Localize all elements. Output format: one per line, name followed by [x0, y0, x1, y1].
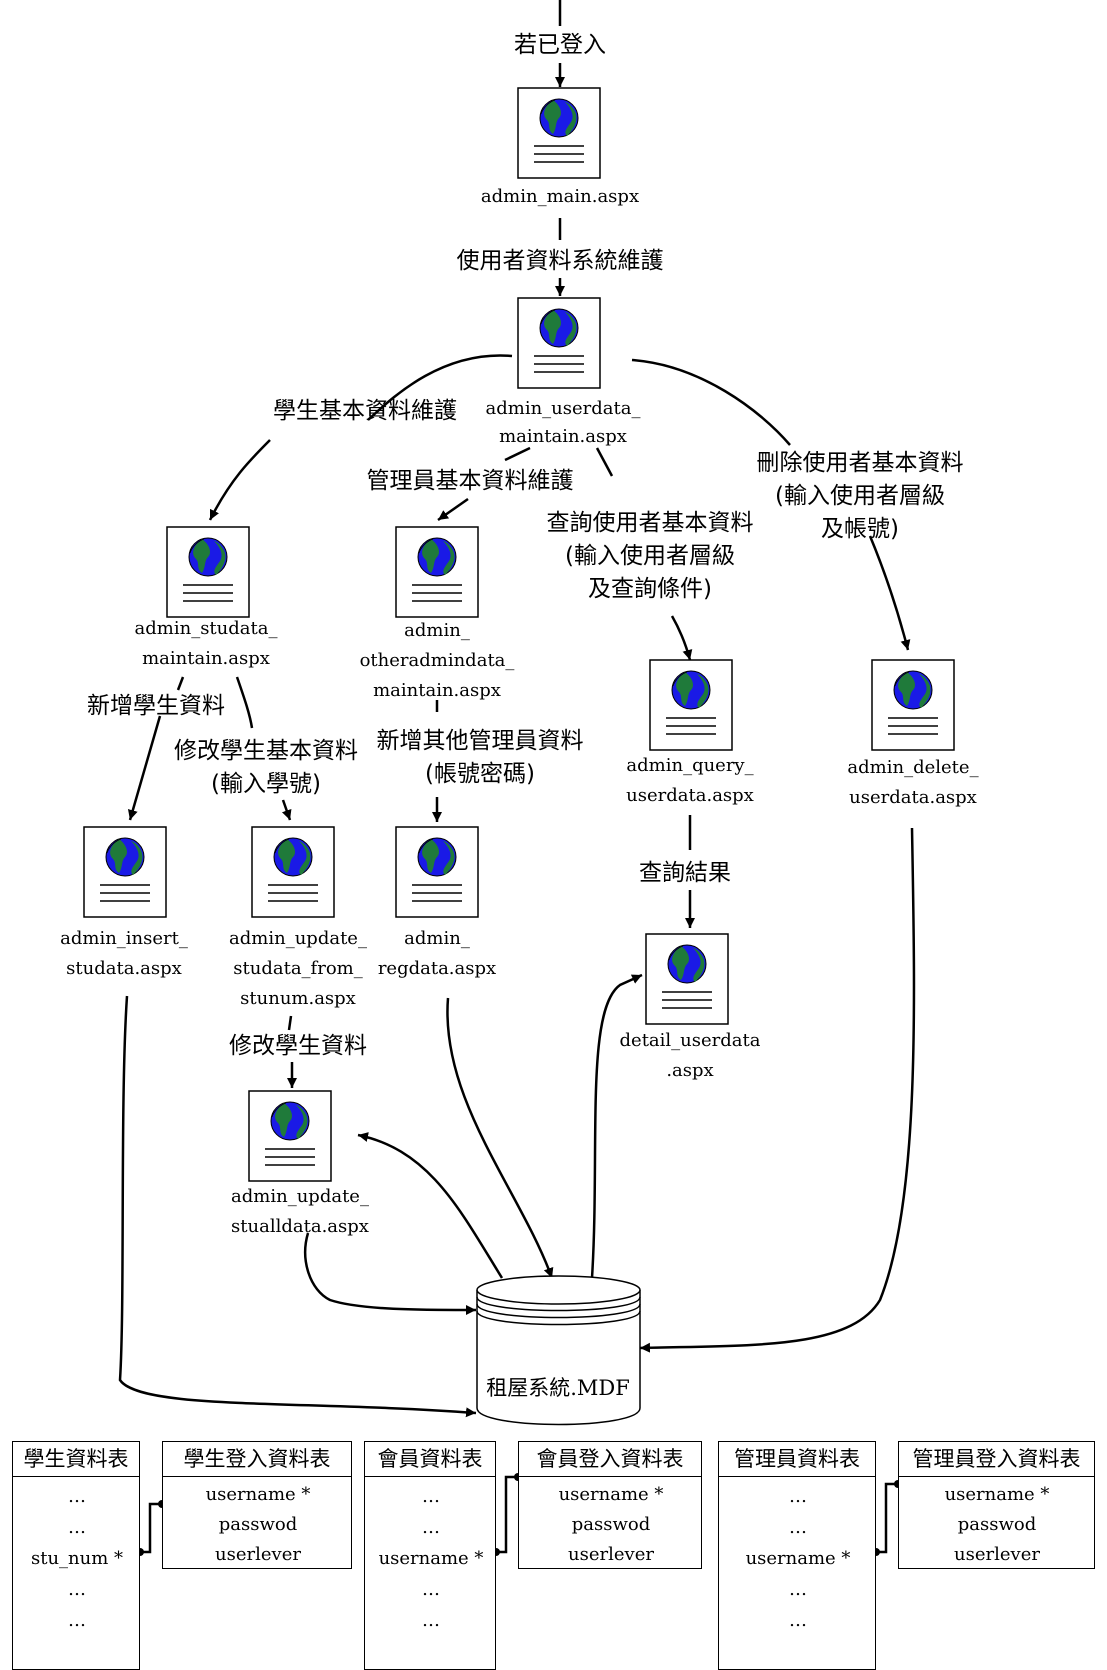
table-student-field: …	[68, 1517, 86, 1538]
page-name-query-2: userdata.aspx	[626, 785, 754, 806]
page-name-userdata-1: admin_userdata_	[485, 398, 641, 419]
table-student-field: stu_num *	[30, 1548, 124, 1569]
web-page-icon-update-from	[251, 826, 335, 918]
page-name-stualldata-1: admin_update_	[231, 1186, 369, 1207]
page-name-update-from-1: admin_update_	[229, 928, 367, 949]
table-admin: 管理員資料表 … … username * … …	[718, 1441, 876, 1670]
table-links	[140, 1475, 898, 1554]
table-admin-field: …	[789, 1579, 807, 1600]
page-name-main: admin_main.aspx	[480, 186, 640, 207]
web-page-icon-insert	[83, 826, 167, 918]
table-admin-field: …	[789, 1486, 807, 1507]
table-admin-field: …	[789, 1610, 807, 1631]
page-name-otheradmin-2: otheradmindata_	[359, 650, 515, 671]
edge-label-query-2: (輸入使用者層級	[565, 543, 735, 569]
page-name-regdata-1: admin_	[404, 928, 470, 949]
page-name-update-from-3: stunum.aspx	[240, 988, 356, 1009]
page-name-delete-2: userdata.aspx	[849, 787, 977, 808]
page-name-query-1: admin_query_	[626, 755, 754, 776]
table-student-field: …	[68, 1610, 86, 1631]
edge-label-logged-in: 若已登入	[514, 32, 606, 58]
edge-label-query-result: 查詢結果	[639, 860, 731, 886]
edge-label-student-maint: 學生基本資料維護	[273, 398, 457, 424]
table-admin-login: 管理員登入資料表 username * passwod userlever	[898, 1441, 1095, 1569]
edge-label-admin-maint: 管理員基本資料維護	[366, 468, 574, 494]
table-student-login-field: passwod	[218, 1514, 298, 1535]
page-icons	[83, 87, 955, 1182]
table-admin-field: …	[789, 1517, 807, 1538]
edge-label-add-student: 新增學生資料	[87, 693, 225, 719]
table-member: 會員資料表 … … username * … …	[364, 1441, 496, 1670]
edge-label-add-admin-1: 新增其他管理員資料	[376, 728, 584, 754]
page-name-studata-2: maintain.aspx	[142, 648, 270, 669]
table-student-field: …	[68, 1486, 86, 1507]
page-name-insert-1: admin_insert_	[60, 928, 188, 949]
edge-label-query-3: 及查詢條件)	[588, 576, 712, 602]
web-page-icon-detail	[645, 933, 729, 1025]
page-name-regdata-2: regdata.aspx	[377, 958, 497, 979]
web-page-icon-main	[517, 87, 601, 179]
page-name-otheradmin-3: maintain.aspx	[373, 680, 501, 701]
edge-label-delete-2: (輸入使用者層級	[775, 483, 945, 509]
table-student-login-field: username *	[205, 1484, 311, 1505]
page-name-studata-1: admin_studata_	[134, 618, 278, 639]
edge-label-edit-student-2: (輸入學號)	[211, 771, 321, 797]
table-member-field: …	[422, 1610, 440, 1631]
page-name-userdata-2: maintain.aspx	[499, 426, 627, 447]
page-name-detail-1: detail_userdata	[619, 1030, 761, 1051]
table-student-title: 學生資料表	[13, 1442, 139, 1477]
table-student-login-title: 學生登入資料表	[163, 1442, 351, 1477]
database-name: 租屋系統.MDF	[486, 1376, 630, 1400]
page-name-delete-1: admin_delete_	[847, 757, 979, 778]
edge-label-edit-student-data: 修改學生資料	[229, 1033, 367, 1059]
web-page-icon-otheradmin	[395, 526, 479, 618]
edge-label-add-admin-2: (帳號密碼)	[425, 761, 535, 787]
web-page-icon-regdata	[395, 826, 479, 918]
web-page-icon-stualldata	[248, 1090, 332, 1182]
edge-label-user-maint: 使用者資料系統維護	[456, 248, 664, 274]
web-page-icon-userdata	[517, 297, 601, 389]
page-name-stualldata-2: stualldata.aspx	[231, 1216, 369, 1237]
table-admin-login-field: passwod	[957, 1514, 1037, 1535]
connectors	[118, 0, 916, 1418]
edge-label-delete-1: 刪除使用者基本資料	[756, 450, 964, 476]
web-page-icon-studata	[166, 526, 250, 618]
page-name-update-from-2: studata_from_	[233, 958, 363, 979]
table-member-login: 會員登入資料表 username * passwod userlever	[518, 1441, 702, 1569]
database-icon	[476, 1275, 641, 1426]
table-member-field: …	[422, 1486, 440, 1507]
table-admin-field: username *	[745, 1548, 851, 1569]
web-page-icon-delete	[871, 659, 955, 751]
table-student-login-field: userlever	[215, 1544, 301, 1565]
page-name-detail-2: .aspx	[666, 1060, 714, 1081]
page-name-otheradmin-1: admin_	[404, 620, 470, 641]
table-student: 學生資料表 … … stu_num * … …	[12, 1441, 140, 1670]
table-member-title: 會員資料表	[365, 1442, 495, 1477]
table-admin-login-field: username *	[944, 1484, 1050, 1505]
edge-label-delete-3: 及帳號)	[821, 516, 899, 542]
table-admin-login-field: userlever	[954, 1544, 1040, 1565]
table-member-field: username *	[378, 1548, 484, 1569]
web-page-icon-query	[649, 659, 733, 751]
table-student-field: …	[68, 1579, 86, 1600]
table-student-login: 學生登入資料表 username * passwod userlever	[162, 1441, 352, 1569]
table-admin-title: 管理員資料表	[719, 1442, 875, 1477]
edge-label-query-1: 查詢使用者基本資料	[546, 510, 754, 536]
page-name-insert-2: studata.aspx	[66, 958, 182, 979]
table-member-login-field: passwod	[571, 1514, 651, 1535]
table-admin-login-title: 管理員登入資料表	[899, 1442, 1094, 1477]
edge-label-edit-student-1: 修改學生基本資料	[174, 738, 358, 764]
table-member-login-title: 會員登入資料表	[519, 1442, 701, 1477]
table-member-field: …	[422, 1517, 440, 1538]
table-member-field: …	[422, 1579, 440, 1600]
table-member-login-field: username *	[558, 1484, 664, 1505]
table-member-login-field: userlever	[568, 1544, 654, 1565]
